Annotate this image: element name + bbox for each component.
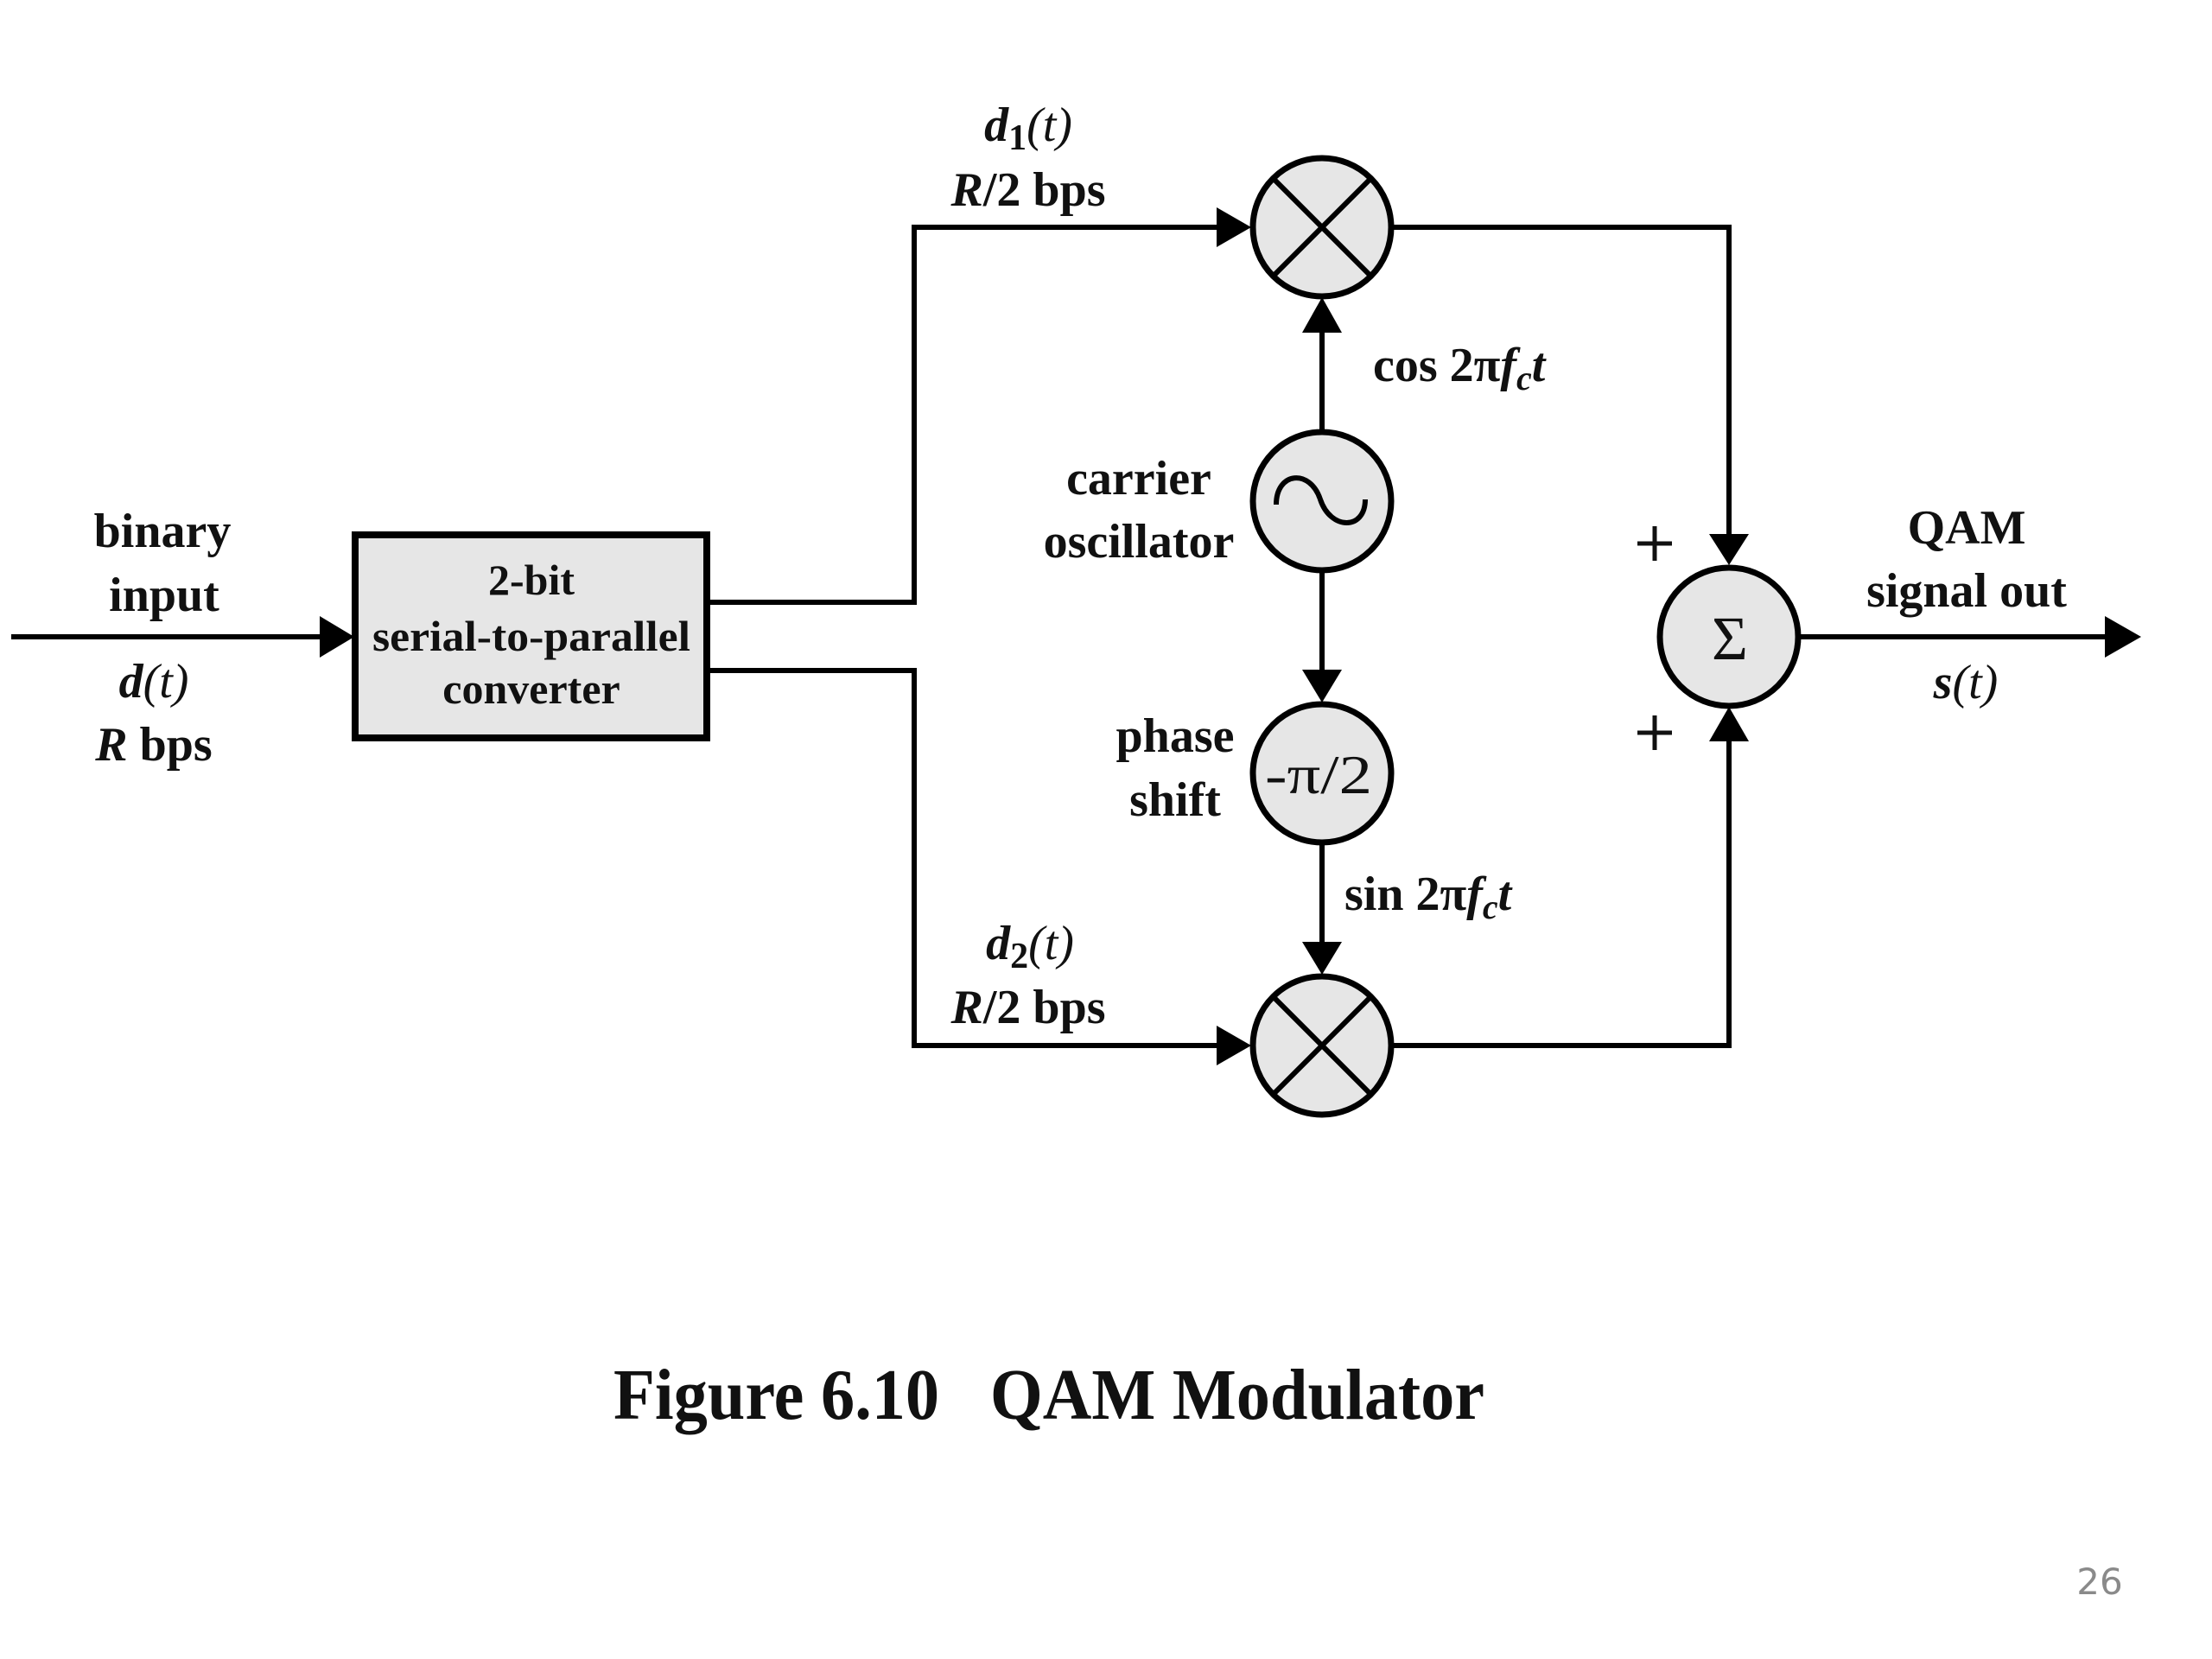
bottom-mixer-input-arrowhead — [1217, 1026, 1251, 1065]
top-mixer-to-sum-wire — [1391, 225, 1732, 537]
converter-box — [352, 531, 710, 741]
serial-to-parallel-converter: 2-bit serial-to-parallel converter — [352, 531, 710, 741]
cos-carrier-label: cos 2πfct — [1373, 339, 1547, 397]
bottom-mixer-to-sum-wire — [1391, 734, 1732, 1048]
figure-number: Figure 6.10 — [613, 1355, 939, 1435]
oscillator-label-line1: carrier — [1066, 452, 1211, 505]
summer-circle — [1656, 564, 1802, 709]
top-branch-wire — [710, 225, 1227, 605]
top-multiplier — [1249, 155, 1395, 300]
output-label-line2: signal out — [1866, 564, 2067, 618]
converter-label-line2: serial-to-parallel — [372, 612, 690, 660]
sigma-icon: Σ — [1712, 604, 1748, 673]
phase-shift-circle — [1249, 701, 1395, 846]
input-arrowhead — [320, 616, 354, 658]
input-label-line2: input — [109, 569, 219, 622]
bottom-branch-wire — [710, 668, 1227, 1048]
phase-shifter: -π/2 — [1249, 701, 1395, 846]
carrier-oscillator — [1249, 429, 1395, 574]
top-mixer-input-arrowhead — [1217, 207, 1251, 247]
cos-arrowhead — [1302, 297, 1342, 333]
figure-title: QAM Modulator — [990, 1355, 1484, 1435]
output-label-line1: QAM — [1908, 501, 2026, 555]
multiply-cross-icon — [1270, 994, 1374, 1097]
sum-top-arrowhead — [1709, 534, 1749, 565]
top-branch-rate-label: R/2 bps — [950, 163, 1106, 217]
phase-input-arrowhead — [1302, 670, 1342, 702]
converter-label-line3: converter — [442, 664, 620, 713]
wires — [11, 225, 2108, 1048]
top-branch-signal-label: d1(t) — [984, 99, 1072, 158]
phase-shift-label-line2: shift — [1129, 773, 1221, 827]
arrowheads — [320, 207, 2141, 1065]
sum-bottom-arrowhead — [1709, 707, 1749, 741]
sin-arrowhead — [1302, 942, 1342, 975]
input-rate-label: R bps — [94, 718, 212, 772]
summer: Σ — [1637, 526, 1802, 750]
phase-shift-value: -π/2 — [1265, 744, 1372, 805]
sin-carrier-label: sin 2πfct — [1344, 868, 1513, 926]
output-arrowhead — [2105, 616, 2141, 658]
figure-caption: Figure 6.10 QAM Modulator — [613, 1355, 1484, 1435]
bottom-branch-rate-label: R/2 bps — [950, 981, 1106, 1034]
sine-wave-icon — [1274, 475, 1368, 525]
phase-shift-label-line1: phase — [1116, 709, 1235, 763]
oscillator-label-line2: oscillator — [1044, 515, 1235, 569]
bottom-branch-signal-label: d2(t) — [986, 917, 1074, 976]
page-number: 26 — [2076, 1560, 2123, 1603]
bottom-multiplier — [1249, 973, 1395, 1118]
plus-sign-top — [1637, 526, 1672, 561]
input-signal-label: d(t) — [119, 655, 189, 709]
input-label-line1: binary — [94, 505, 232, 558]
plus-sign-bottom — [1637, 715, 1672, 750]
converter-label-line1: 2-bit — [488, 556, 575, 604]
multiply-cross-icon — [1270, 175, 1374, 279]
output-signal-label: s(t) — [1933, 656, 1999, 709]
